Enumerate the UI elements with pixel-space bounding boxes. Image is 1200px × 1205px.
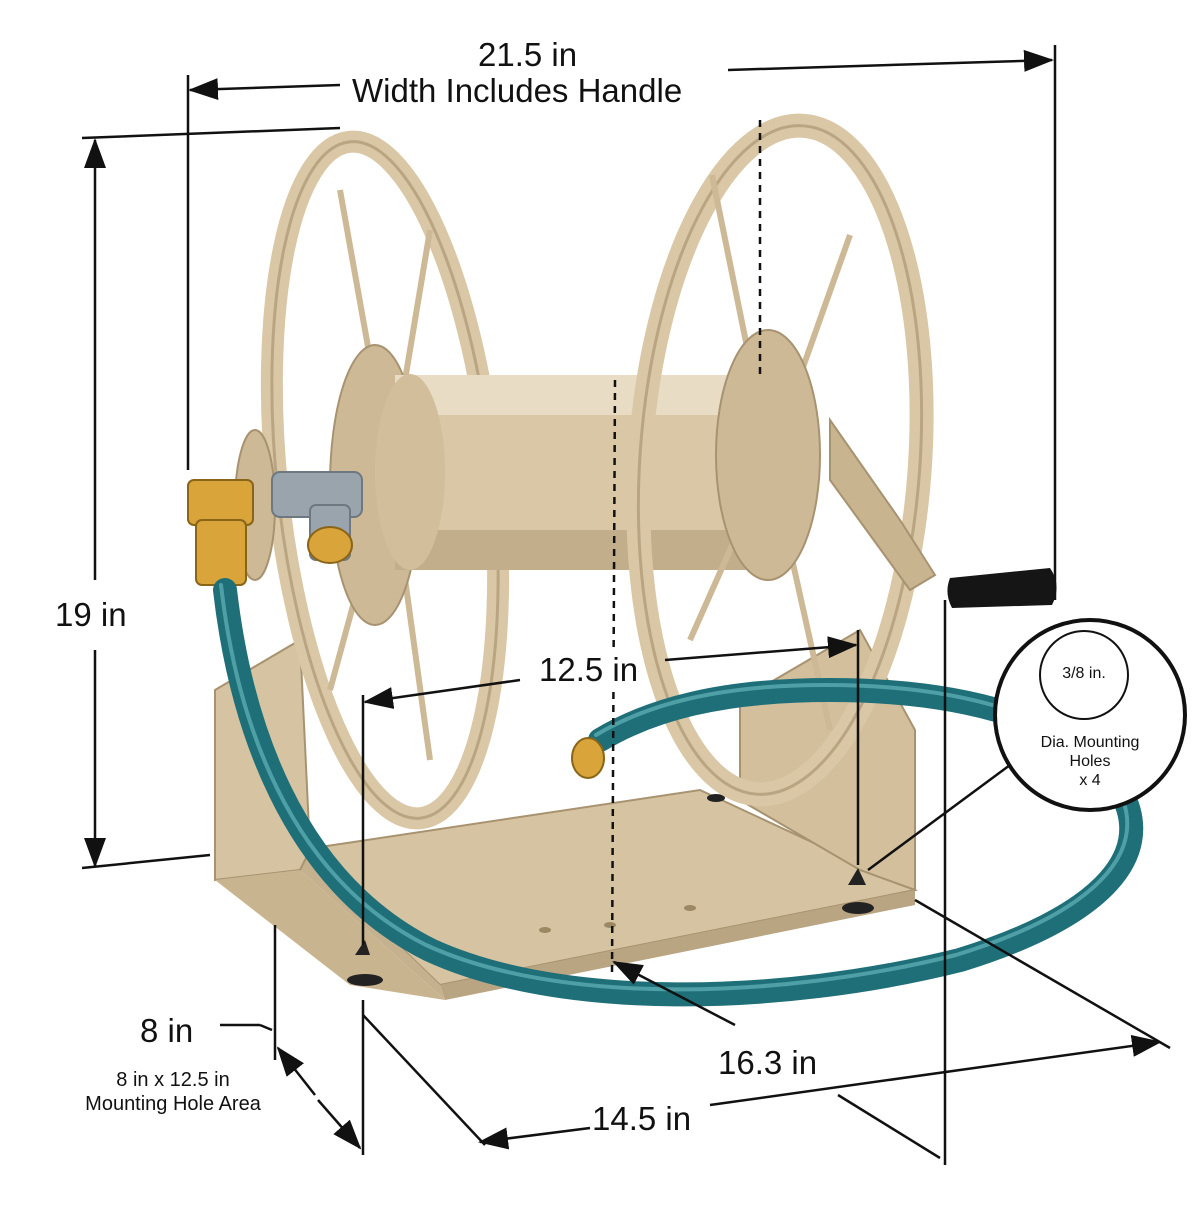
height-value: 19 in <box>55 596 127 633</box>
garden-hose <box>213 578 1144 1007</box>
callout-line1: Dia. Mounting <box>1040 734 1140 751</box>
inlet-fitting <box>187 429 363 586</box>
width-note: Width Includes Handle <box>352 72 683 109</box>
callout-line3: x 4 <box>1079 772 1101 789</box>
base-length-value: 14.5 in <box>592 1100 692 1137</box>
hole-size-label: 3/8 in. <box>1062 665 1106 682</box>
base-depth-value: 8 in <box>140 1012 194 1049</box>
callout-line2: Holes <box>1069 753 1111 770</box>
width-value: 21.5 in <box>478 36 578 73</box>
crank-handle <box>947 568 1057 608</box>
mounting-hole-callout <box>993 618 1187 812</box>
mounting-area-line2: Mounting Hole Area <box>85 1093 261 1115</box>
mounting-area-line1: 8 in x 12.5 in <box>116 1069 230 1091</box>
dimension-lines <box>81 45 1171 1165</box>
diagonal-value: 16.3 in <box>718 1044 818 1081</box>
spool-width-value: 12.5 in <box>535 651 643 689</box>
right-wheel <box>626 113 937 807</box>
callout-text: Dia. Mounting Holes x 4 <box>1010 733 1170 790</box>
mounting-area-label: 8 in x 12.5 in Mounting Hole Area <box>58 1068 288 1116</box>
